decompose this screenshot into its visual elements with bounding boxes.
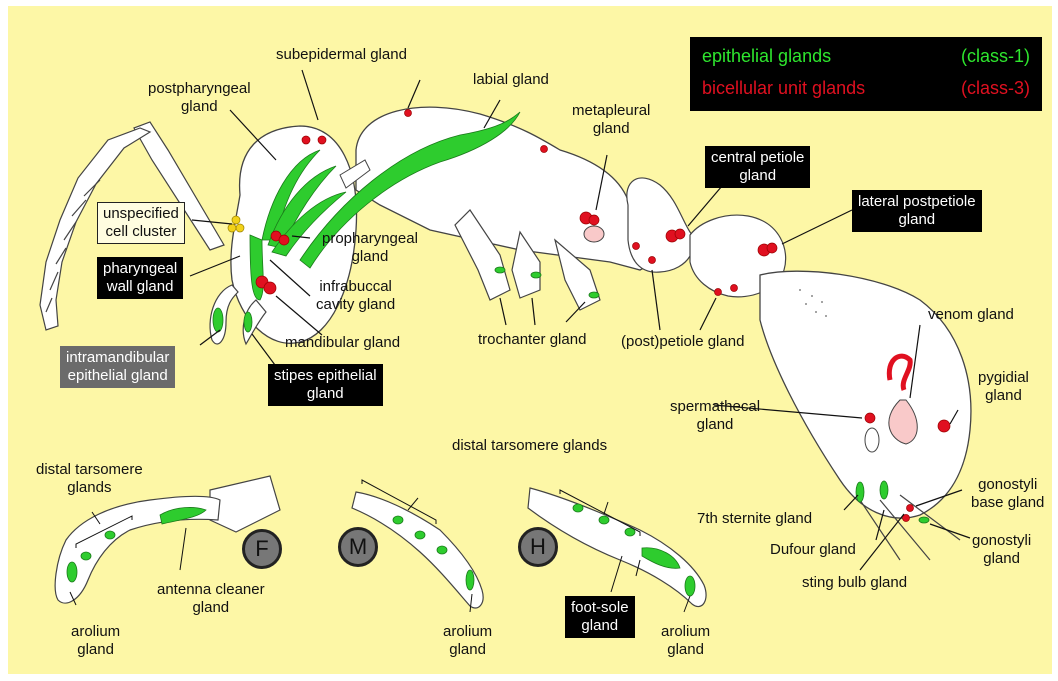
label-central-petiole-gland: central petiole gland [705, 146, 810, 188]
label-unspecified-cell-cluster: unspecified cell cluster [97, 202, 185, 244]
label-spermathecal-line1: spermathecal [670, 398, 760, 416]
label-propharyngeal-line1: propharyngeal [322, 230, 418, 248]
label-postpetiole-gland: (post)petiole gland [621, 333, 744, 351]
label-foot-sole-line1: foot-sole [571, 599, 629, 617]
label-pygidial-gland: pygidial gland [978, 369, 1029, 405]
label-metapleural-line1: metapleural [572, 102, 650, 120]
label-pygidial-line1: pygidial [978, 369, 1029, 387]
label-distal-tarsomere-glands-left: distal tarsomere glands [36, 461, 143, 497]
label-trochanter-gland: trochanter gland [478, 331, 586, 349]
label-lateral-postpetiole-line2: gland [858, 211, 976, 229]
label-venom-gland: venom gland [928, 306, 1014, 324]
label-arolium-hind-line2: gland [661, 641, 710, 659]
label-infrabuccal-line2: cavity gland [316, 296, 395, 314]
label-central-petiole-line1: central petiole [711, 149, 804, 167]
label-lateral-postpetiole-gland: lateral postpetiole gland [852, 190, 982, 232]
badge-front-leg: F [242, 529, 282, 569]
label-pharyngeal-wall-gland: pharyngeal wall gland [97, 257, 183, 299]
label-gonostyli-base-gland: gonostyli base gland [971, 476, 1044, 512]
legend-bicellular-label: bicellular unit glands [702, 78, 865, 99]
label-foot-sole-line2: gland [571, 617, 629, 635]
label-dufour-gland: Dufour gland [770, 541, 856, 559]
label-propharyngeal-line2: gland [322, 248, 418, 266]
label-intramandibular-line1: intramandibular [66, 349, 169, 367]
label-intramandibular-epithelial-gland: intramandibular epithelial gland [60, 346, 175, 388]
label-infrabuccal-cavity-gland: infrabuccal cavity gland [316, 278, 395, 314]
label-pygidial-line2: gland [978, 387, 1029, 405]
label-foot-sole-gland: foot-sole gland [565, 596, 635, 638]
label-postpharyngeal-line2: gland [148, 98, 251, 116]
label-gonostyli-line2: gland [972, 550, 1031, 568]
label-metapleural-gland: metapleural gland [572, 102, 650, 138]
label-arolium-front-line2: gland [71, 641, 120, 659]
label-stipes-epithelial-gland: stipes epithelial gland [268, 364, 383, 406]
label-arolium-gland-front: arolium gland [71, 623, 120, 659]
label-stipes-line1: stipes epithelial [274, 367, 377, 385]
label-labial-gland: labial gland [473, 71, 549, 89]
label-gonostyli-gland: gonostyli gland [972, 532, 1031, 568]
label-lateral-postpetiole-line1: lateral postpetiole [858, 193, 976, 211]
label-spermathecal-gland: spermathecal gland [670, 398, 760, 434]
label-antenna-cleaner-line2: gland [157, 599, 265, 617]
label-distal-tarsomere-glands-top: distal tarsomere glands [452, 437, 607, 455]
badge-hind-leg: H [518, 527, 558, 567]
label-gonostyli-base-line1: gonostyli [971, 476, 1044, 494]
label-postpharyngeal-line1: postpharyngeal [148, 80, 251, 98]
label-unspecified-line2: cell cluster [103, 223, 179, 241]
label-arolium-front-line1: arolium [71, 623, 120, 641]
label-stipes-line2: gland [274, 385, 377, 403]
label-arolium-hind-line1: arolium [661, 623, 710, 641]
label-arolium-gland-hind: arolium gland [661, 623, 710, 659]
label-arolium-gland-mid: arolium gland [443, 623, 492, 659]
legend-epithelial-class: (class-1) [961, 46, 1030, 67]
label-distal-tarsomere-left-line2: glands [36, 479, 143, 497]
label-spermathecal-line2: gland [670, 416, 760, 434]
label-gonostyli-line1: gonostyli [972, 532, 1031, 550]
legend-bicellular-class: (class-3) [961, 78, 1030, 99]
label-distal-tarsomere-left-line1: distal tarsomere [36, 461, 143, 479]
label-propharyngeal-gland: propharyngeal gland [322, 230, 418, 266]
label-sting-bulb-gland: sting bulb gland [802, 574, 907, 592]
label-mandibular-gland: mandibular gland [285, 334, 400, 352]
label-unspecified-line1: unspecified [103, 205, 179, 223]
legend: epithelial glands (class-1) bicellular u… [690, 37, 1042, 111]
label-intramandibular-line2: epithelial gland [66, 367, 169, 385]
label-postpharyngeal-gland: postpharyngeal gland [148, 80, 251, 116]
label-antenna-cleaner-gland: antenna cleaner gland [157, 581, 265, 617]
label-central-petiole-line2: gland [711, 167, 804, 185]
label-pharyngeal-wall-line2: wall gland [103, 278, 177, 296]
label-subepidermal-gland: subepidermal gland [276, 46, 407, 64]
label-arolium-mid-line2: gland [443, 641, 492, 659]
label-antenna-cleaner-line1: antenna cleaner [157, 581, 265, 599]
label-infrabuccal-line1: infrabuccal [316, 278, 395, 296]
label-gonostyli-base-line2: base gland [971, 494, 1044, 512]
label-7th-sternite-gland: 7th sternite gland [697, 510, 812, 528]
label-metapleural-line2: gland [572, 120, 650, 138]
badge-mid-leg: M [338, 527, 378, 567]
legend-epithelial-label: epithelial glands [702, 46, 831, 67]
label-arolium-mid-line1: arolium [443, 623, 492, 641]
label-pharyngeal-wall-line1: pharyngeal [103, 260, 177, 278]
